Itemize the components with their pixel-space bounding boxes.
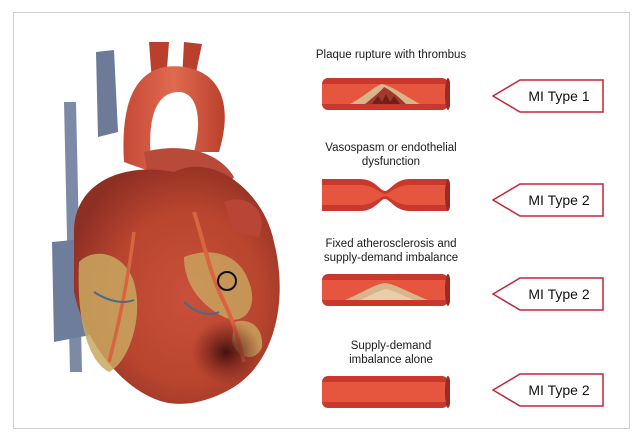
caption-row-2: Vasospasm or endothelial dysfunction: [296, 141, 486, 169]
mi-type-tag-1: MI Type 1: [492, 79, 604, 113]
vessel-fixed-atherosclerosis-drawing: [320, 270, 450, 310]
mi-type-tag-3: MI Type 2: [492, 277, 604, 311]
vessel-supply-demand: [320, 372, 450, 412]
mi-type-label-4: MI Type 2: [518, 373, 600, 407]
caption-row-3-text: Fixed atherosclerosis and supply-demand …: [296, 237, 486, 265]
vessel-fixed-atherosclerosis: [320, 270, 450, 310]
caption-row-4-text: Supply-demand imbalance alone: [296, 339, 486, 367]
mi-type-label-2: MI Type 2: [518, 183, 600, 217]
mi-type-tag-2: MI Type 2: [492, 183, 604, 217]
caption-row-1: Plaque rupture with thrombus: [296, 48, 486, 62]
mi-type-label-3: MI Type 2: [518, 277, 600, 311]
caption-row-2-text: Vasospasm or endothelial dysfunction: [296, 141, 486, 169]
caption-row-4: Supply-demand imbalance alone: [296, 339, 486, 367]
caption-row-3: Fixed atherosclerosis and supply-demand …: [296, 237, 486, 265]
vessel-vasospasm-drawing: [320, 175, 450, 215]
vessel-supply-demand-drawing: [320, 372, 450, 412]
vessel-plaque-rupture: [320, 74, 450, 114]
mi-type-label-1: MI Type 1: [518, 79, 600, 113]
vessel-vasospasm: [320, 175, 450, 215]
vessel-plaque-rupture-drawing: [320, 74, 450, 114]
heart-drawing: [34, 42, 304, 417]
heart-illustration: [34, 42, 304, 417]
mi-type-tag-4: MI Type 2: [492, 373, 604, 407]
